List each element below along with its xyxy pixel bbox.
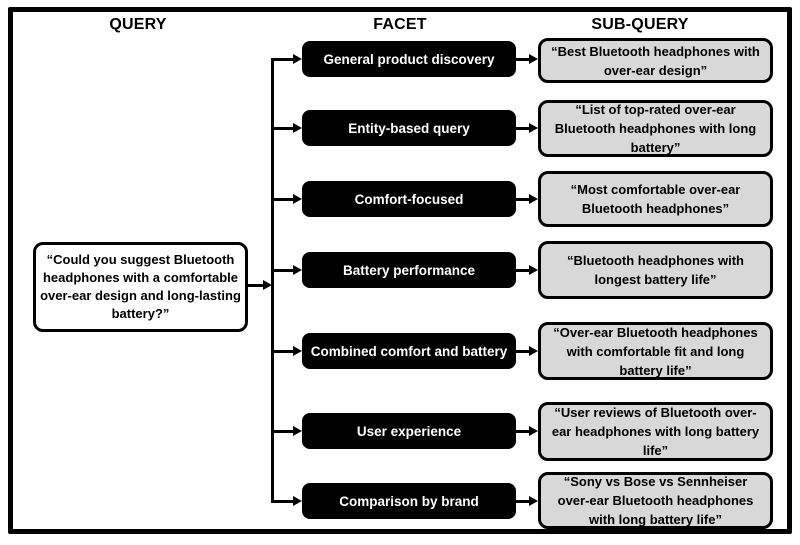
connector-trunk-to-facet-5-arrow	[271, 345, 302, 356]
subquery-box-3: “Most comfortable over-ear Bluetooth hea…	[538, 171, 773, 227]
facet-box-comparison-by-brand: Comparison by brand	[302, 483, 516, 519]
facet-box-combined-comfort-and-battery: Combined comfort and battery	[302, 333, 516, 369]
connector-trunk-to-facet-2-arrow	[271, 122, 302, 133]
connector-facet-to-subquery-1-arrow	[514, 53, 538, 64]
diagram-border	[8, 7, 792, 534]
connector-facet-to-subquery-4-arrow	[514, 264, 538, 275]
connector-trunk-to-facet-6-arrow	[271, 425, 302, 436]
column-header-subquery: SUB-QUERY	[591, 16, 689, 33]
connector-query-to-trunk-arrow	[248, 280, 272, 290]
connector-facet-to-subquery-6-arrow	[514, 425, 538, 436]
query-box: “Could you suggest Bluetooth headphones …	[33, 242, 248, 332]
connector-trunk-line	[271, 57, 274, 502]
connector-trunk-to-facet-4-arrow	[271, 264, 302, 275]
facet-box-general-product-discovery: General product discovery	[302, 41, 516, 77]
subquery-box-2: “List of top-rated over-ear Bluetooth he…	[538, 100, 773, 157]
column-header-query: QUERY	[109, 16, 167, 33]
connector-facet-to-subquery-7-arrow	[514, 495, 538, 506]
subquery-box-6: “User reviews of Bluetooth over-ear head…	[538, 402, 773, 461]
connector-facet-to-subquery-3-arrow	[514, 193, 538, 204]
connector-facet-to-subquery-5-arrow	[514, 345, 538, 356]
facet-box-user-experience: User experience	[302, 413, 516, 449]
subquery-box-4: “Bluetooth headphones with longest batte…	[538, 241, 773, 299]
subquery-box-5: “Over-ear Bluetooth headphones with comf…	[538, 322, 773, 380]
facet-box-battery-performance: Battery performance	[302, 252, 516, 288]
connector-facet-to-subquery-2-arrow	[514, 122, 538, 133]
connector-trunk-to-facet-3-arrow	[271, 193, 302, 204]
column-header-facet: FACET	[373, 16, 427, 33]
subquery-box-1: “Best Bluetooth headphones with over-ear…	[538, 38, 773, 83]
facet-box-comfort-focused: Comfort-focused	[302, 181, 516, 217]
connector-trunk-to-facet-7-arrow	[271, 495, 302, 506]
subquery-box-7: “Sony vs Bose vs Sennheiser over-ear Blu…	[538, 472, 773, 529]
facet-box-entity-based-query: Entity-based query	[302, 110, 516, 146]
connector-trunk-to-facet-1-arrow	[271, 53, 302, 64]
